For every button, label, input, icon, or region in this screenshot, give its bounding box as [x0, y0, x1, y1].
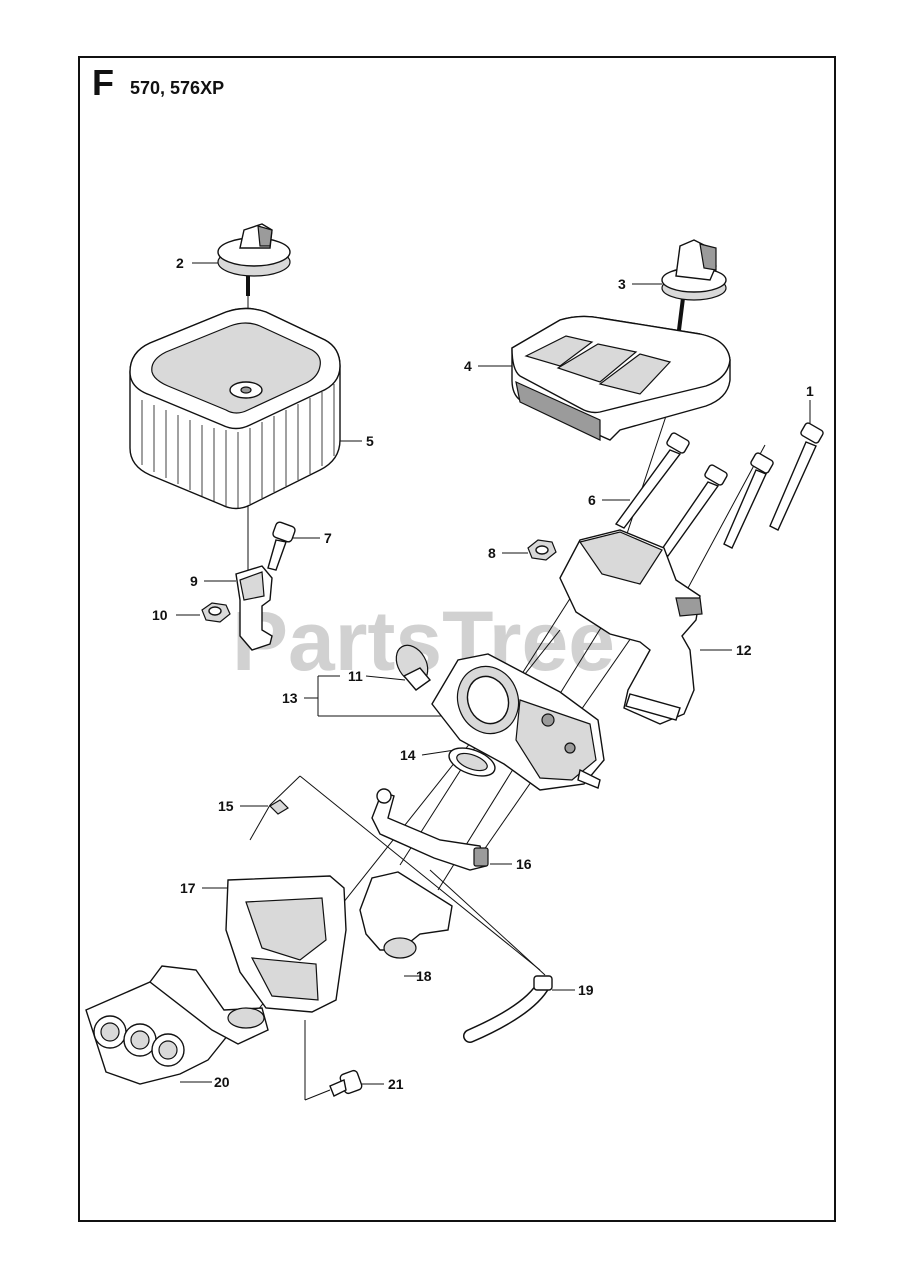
callout-19: 19 [578, 982, 594, 998]
callout-15: 15 [218, 798, 234, 814]
part-4-filter-cover [511, 315, 731, 441]
callout-1: 1 [806, 383, 814, 399]
callout-2: 2 [176, 255, 184, 271]
part-7-bolt [267, 521, 296, 571]
part-17-baffle-plate [225, 875, 347, 1013]
part-9-bracket [235, 565, 273, 651]
part-16-link-arm [371, 788, 489, 871]
part-21-bolt [329, 1069, 363, 1097]
callout-17: 17 [180, 880, 196, 896]
part-11-fitting [395, 644, 432, 691]
part-14-gasket [448, 747, 496, 777]
callout-6: 6 [588, 492, 596, 508]
part-3-knob [661, 239, 727, 339]
part-12-carburetor-holder [559, 529, 703, 725]
part-10-nut [201, 602, 231, 623]
part-13-carburetor [431, 653, 605, 791]
callout-11: 11 [348, 668, 363, 684]
diagram-frame [78, 56, 836, 1222]
part-20-intake-manifold [85, 965, 269, 1085]
callout-10: 10 [152, 607, 168, 623]
part-8-nut [527, 539, 557, 561]
callout-3: 3 [618, 276, 626, 292]
part-19-impulse-hose [463, 975, 553, 1043]
model-numbers: 570, 576XP [130, 78, 225, 98]
part-5-air-filter [129, 307, 341, 510]
callout-21: 21 [388, 1076, 404, 1092]
callout-16: 16 [516, 856, 532, 872]
part-2-knob [217, 223, 291, 296]
callout-8: 8 [488, 545, 496, 561]
callout-12: 12 [736, 642, 752, 658]
callout-18: 18 [416, 968, 432, 984]
callout-labels: 1 2 3 4 5 6 7 8 9 10 11 12 13 14 15 16 1… [152, 255, 814, 1092]
callout-14: 14 [400, 747, 416, 763]
part-1-screw [769, 422, 824, 531]
callout-20: 20 [214, 1074, 230, 1090]
part-6-screws [614, 432, 774, 557]
section-letter: F [92, 62, 114, 103]
part-18-intake-boot [359, 871, 453, 959]
callout-4: 4 [464, 358, 472, 374]
part-15-clip [269, 799, 289, 815]
callout-13: 13 [282, 690, 298, 706]
callout-5: 5 [366, 433, 374, 449]
callout-7: 7 [324, 530, 332, 546]
callout-9: 9 [190, 573, 198, 589]
